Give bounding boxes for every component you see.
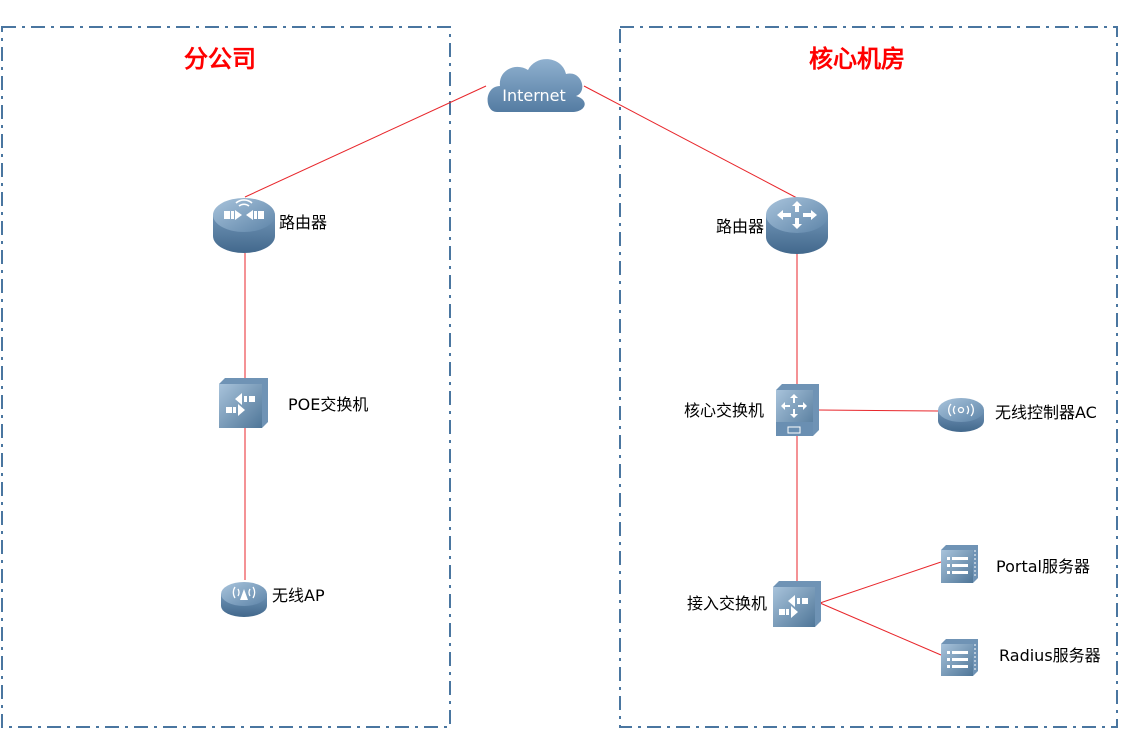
node-label-wireless-ac: 无线控制器AC: [995, 403, 1097, 422]
zone-branch: 分公司: [1, 26, 451, 728]
node-branch-router[interactable]: 路由器: [213, 198, 327, 253]
link-core-switch-wireless-ac: [817, 409, 939, 412]
zone-border-branch: [1, 26, 451, 728]
node-label-access-switch: 接入交换机: [687, 594, 767, 613]
node-wireless-ap[interactable]: 无线AP: [221, 582, 325, 617]
cloud-icon: [487, 59, 585, 112]
node-portal-server[interactable]: Portal服务器: [941, 545, 1090, 583]
node-label-core-router: 路由器: [716, 217, 764, 236]
link-internet-branch-router: [244, 85, 487, 198]
switch-icon: [219, 378, 268, 428]
wireless-router-icon: [213, 198, 275, 253]
zone-title-branch: 分公司: [184, 45, 256, 73]
link-access-switch-radius-server: [819, 602, 942, 656]
node-radius-server[interactable]: Radius服务器: [941, 639, 1101, 676]
node-poe-switch[interactable]: POE交换机: [219, 378, 368, 428]
link-access-switch-portal-server: [819, 561, 942, 604]
node-access-switch[interactable]: 接入交换机: [687, 581, 821, 627]
link-internet-core-router: [583, 85, 798, 199]
node-label-portal-server: Portal服务器: [996, 557, 1090, 576]
core-switch-icon: [776, 384, 819, 436]
node-label-wireless-ap: 无线AP: [272, 586, 325, 605]
node-wireless-ac[interactable]: 无线控制器AC: [938, 398, 1097, 432]
router-icon: [766, 197, 828, 254]
zone-border-core: [619, 26, 1118, 728]
node-internet[interactable]: Internet: [487, 59, 585, 112]
server-icon: [941, 639, 978, 676]
node-label-branch-router: 路由器: [279, 213, 327, 232]
node-label-poe-switch: POE交换机: [288, 395, 368, 414]
zone-core: 核心机房: [619, 26, 1118, 728]
switch-icon: [773, 581, 821, 627]
access-point-icon: [221, 582, 267, 617]
node-core-router[interactable]: 路由器: [716, 197, 828, 254]
zone-title-core: 核心机房: [809, 45, 905, 73]
links: [244, 85, 942, 656]
wireless-controller-icon: [938, 398, 984, 432]
node-label-core-switch: 核心交换机: [684, 401, 764, 420]
server-icon: [941, 545, 978, 583]
node-label-internet: Internet: [502, 86, 566, 105]
node-label-radius-server: Radius服务器: [999, 646, 1101, 665]
node-core-switch[interactable]: 核心交换机: [684, 384, 819, 436]
